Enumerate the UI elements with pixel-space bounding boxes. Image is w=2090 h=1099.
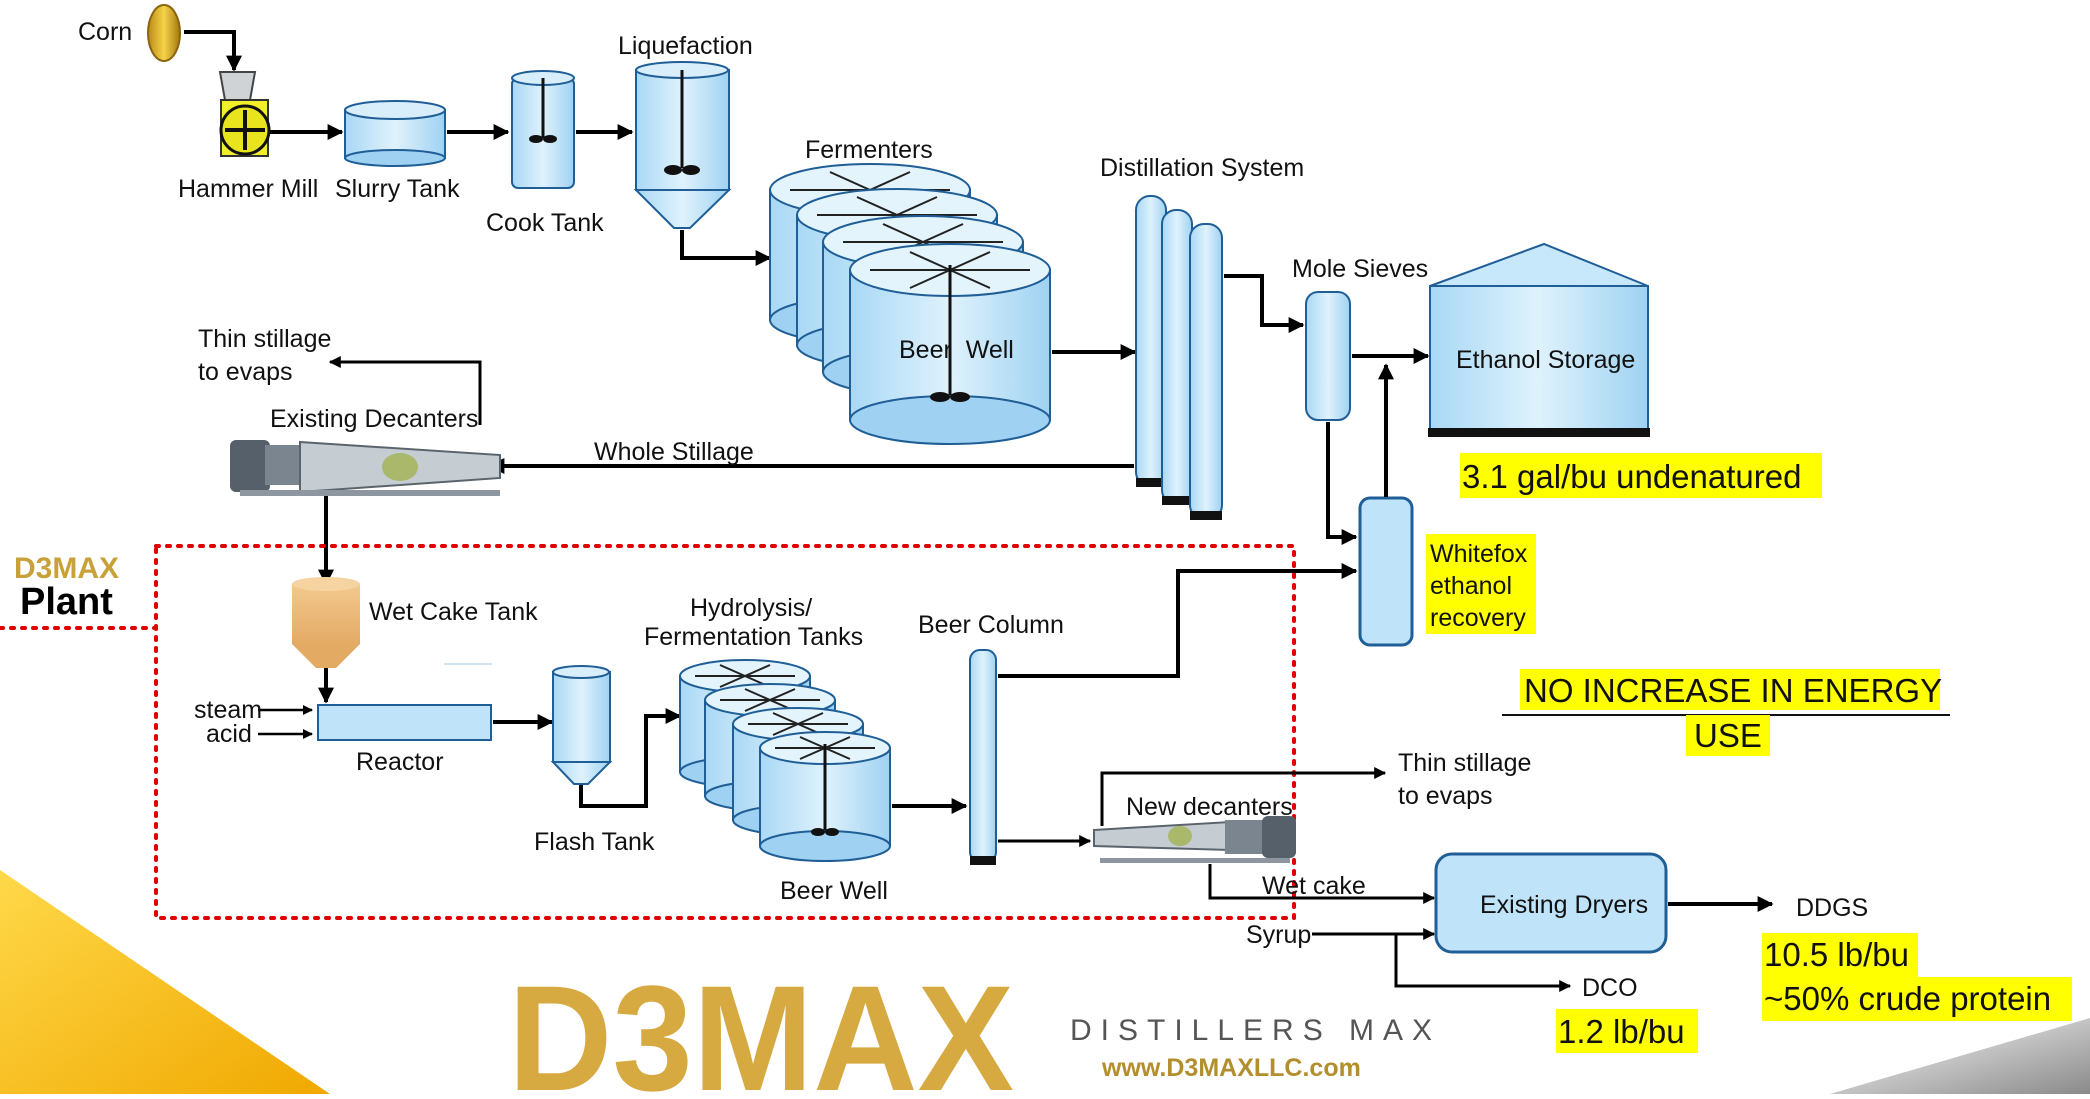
gold-corner-decoration (0, 870, 330, 1094)
liquefaction-to-fermenters-arrow (682, 230, 770, 258)
label-wet-cake-tank: Wet Cake Tank (369, 598, 538, 626)
label-wet-cake: Wet cake (1262, 872, 1366, 900)
label-hydrolysis-1: Hydrolysis/ (690, 594, 812, 622)
reactor-icon (318, 705, 491, 740)
sieves-to-whitefox-arrow (1328, 422, 1356, 537)
label-acid: acid (206, 720, 252, 748)
slurry-tank-icon (345, 101, 445, 166)
label-existing-dryers: Existing Dryers (1480, 891, 1648, 919)
callout-ddgs-yield: 10.5 lb/bu (1764, 936, 1909, 973)
label-cook-tank: Cook Tank (486, 209, 604, 237)
label-hydrolysis-2: Fermentation Tanks (644, 623, 863, 651)
decanter-centrifuge-icon (230, 440, 500, 496)
label-mole-sieves: Mole Sieves (1292, 255, 1428, 283)
callout-energy-2: USE (1694, 717, 1762, 754)
callout-ethanol-yield: 3.1 gal/bu undenatured (1462, 458, 1801, 495)
label-thin-stillage-bottom-2: to evaps (1398, 782, 1493, 810)
label-ethanol-storage: Ethanol Storage (1456, 346, 1635, 374)
label-whitefox-3: recovery (1430, 604, 1526, 632)
plant-label: Plant (20, 581, 113, 623)
callout-dco-yield: 1.2 lb/bu (1558, 1013, 1685, 1050)
mole-sieve-icon (1306, 292, 1350, 420)
fermenter-tanks-icon (770, 164, 1050, 444)
hammer-mill-icon (220, 72, 269, 156)
callout-ddgs-protein: ~50% crude protein (1764, 980, 2051, 1017)
label-whitefox-1: Whitefox (1430, 540, 1528, 568)
grey-corner-decoration (1830, 1018, 2090, 1094)
label-beer-well-bottom: Beer Well (780, 877, 888, 905)
corn-kernel-icon (148, 5, 180, 61)
wet-cake-tank-icon (292, 577, 360, 668)
label-thin-stillage-top-1: Thin stillage (198, 325, 331, 353)
label-beer-column: Beer Column (918, 611, 1064, 639)
label-whole-stillage: Whole Stillage (594, 438, 754, 466)
label-whitefox-2: ethanol (1430, 572, 1512, 600)
footer-url: www.D3MAXLLC.com (1101, 1054, 1361, 1082)
distillation-columns-icon (1136, 196, 1222, 520)
ethanol-storage-tank-icon (1428, 244, 1650, 437)
label-flash-tank: Flash Tank (534, 828, 655, 856)
label-beer-well-top: Beer Well (899, 336, 1014, 364)
corn-feed-arrow (184, 32, 234, 70)
whitefox-unit-icon (1360, 498, 1412, 645)
label-new-decanters: New decanters (1126, 793, 1293, 821)
cook-tank-icon (512, 71, 574, 188)
label-existing-decanters: Existing Decanters (270, 405, 478, 433)
footer-logo: D3MAX (508, 954, 1014, 1094)
label-fermenters: Fermenters (805, 136, 933, 164)
label-thin-stillage-top-2: to evaps (198, 358, 293, 386)
distillation-to-sieves-arrow (1224, 276, 1303, 325)
hydrolysis-tanks-icon (680, 660, 890, 861)
flash-tank-icon (553, 666, 610, 784)
label-reactor: Reactor (356, 748, 444, 776)
callout-energy-1: NO INCREASE IN ENERGY (1524, 672, 1942, 709)
label-liquefaction: Liquefaction (618, 32, 753, 60)
footer-company: DISTILLERS MAX (1070, 1014, 1441, 1047)
label-corn: Corn (78, 18, 132, 46)
label-hammer-mill: Hammer Mill (178, 175, 318, 203)
label-distillation: Distillation System (1100, 154, 1304, 182)
label-ddgs: DDGS (1796, 894, 1868, 922)
label-dco: DCO (1582, 974, 1638, 1002)
liquefaction-tank-icon (636, 62, 729, 228)
label-syrup: Syrup (1246, 921, 1311, 949)
new-decanter-centrifuge-icon (1094, 816, 1296, 863)
label-slurry-tank: Slurry Tank (335, 175, 460, 203)
label-thin-stillage-bottom-1: Thin stillage (1398, 749, 1531, 777)
beer-column-icon (970, 650, 996, 865)
